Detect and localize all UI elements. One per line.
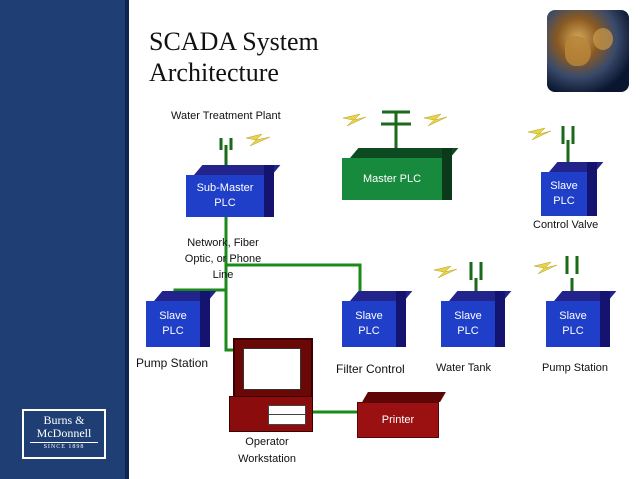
- burns-mcdonnell-logo: Burns & McDonnell SINCE 1898: [22, 409, 106, 459]
- control-valve-label: Control Valve: [533, 219, 599, 231]
- water-tank-label: Water Tank: [436, 362, 492, 374]
- printer[interactable]: Printer: [357, 402, 439, 438]
- lightning-bolt-icon: [423, 113, 448, 127]
- filter-control-label: Filter Control: [336, 362, 405, 376]
- operator-workstation-monitor[interactable]: [233, 338, 313, 400]
- left-sidebar: [0, 0, 129, 479]
- lightning-bolt-icon: [245, 133, 271, 147]
- printer-top: [362, 392, 446, 402]
- water-treatment-plant-label: Water Treatment Plant: [171, 110, 281, 122]
- pump-station-right-label: Pump Station: [542, 362, 609, 374]
- sidebar-edge: [125, 0, 129, 479]
- lightning-bolt-icon: [433, 265, 458, 279]
- antenna-master-icon: [381, 110, 411, 148]
- antenna-control-valve-icon: [561, 126, 575, 162]
- network-label: Network, Fiber Optic, or Phone Line: [184, 237, 262, 281]
- lightning-bolt-icon: [533, 261, 558, 275]
- operator-workstation-base[interactable]: [229, 396, 313, 432]
- wire-submaster-down: [224, 215, 233, 352]
- operator-workstation-label: Operator Workstation: [238, 436, 296, 465]
- disk-drive-icon: [268, 405, 306, 425]
- lightning-bolt-icon: [527, 127, 552, 141]
- master-plc[interactable]: Master PLC: [342, 148, 459, 200]
- slide-title: SCADA System Architecture: [149, 27, 319, 87]
- pump-station-left-label: Pump Station: [136, 356, 209, 370]
- monitor-screen: [243, 348, 301, 390]
- globe-image: [547, 10, 629, 92]
- antenna-submaster-icon: [219, 138, 233, 165]
- lightning-bolt-icon: [342, 113, 367, 127]
- wire-to-filter: [226, 263, 362, 300]
